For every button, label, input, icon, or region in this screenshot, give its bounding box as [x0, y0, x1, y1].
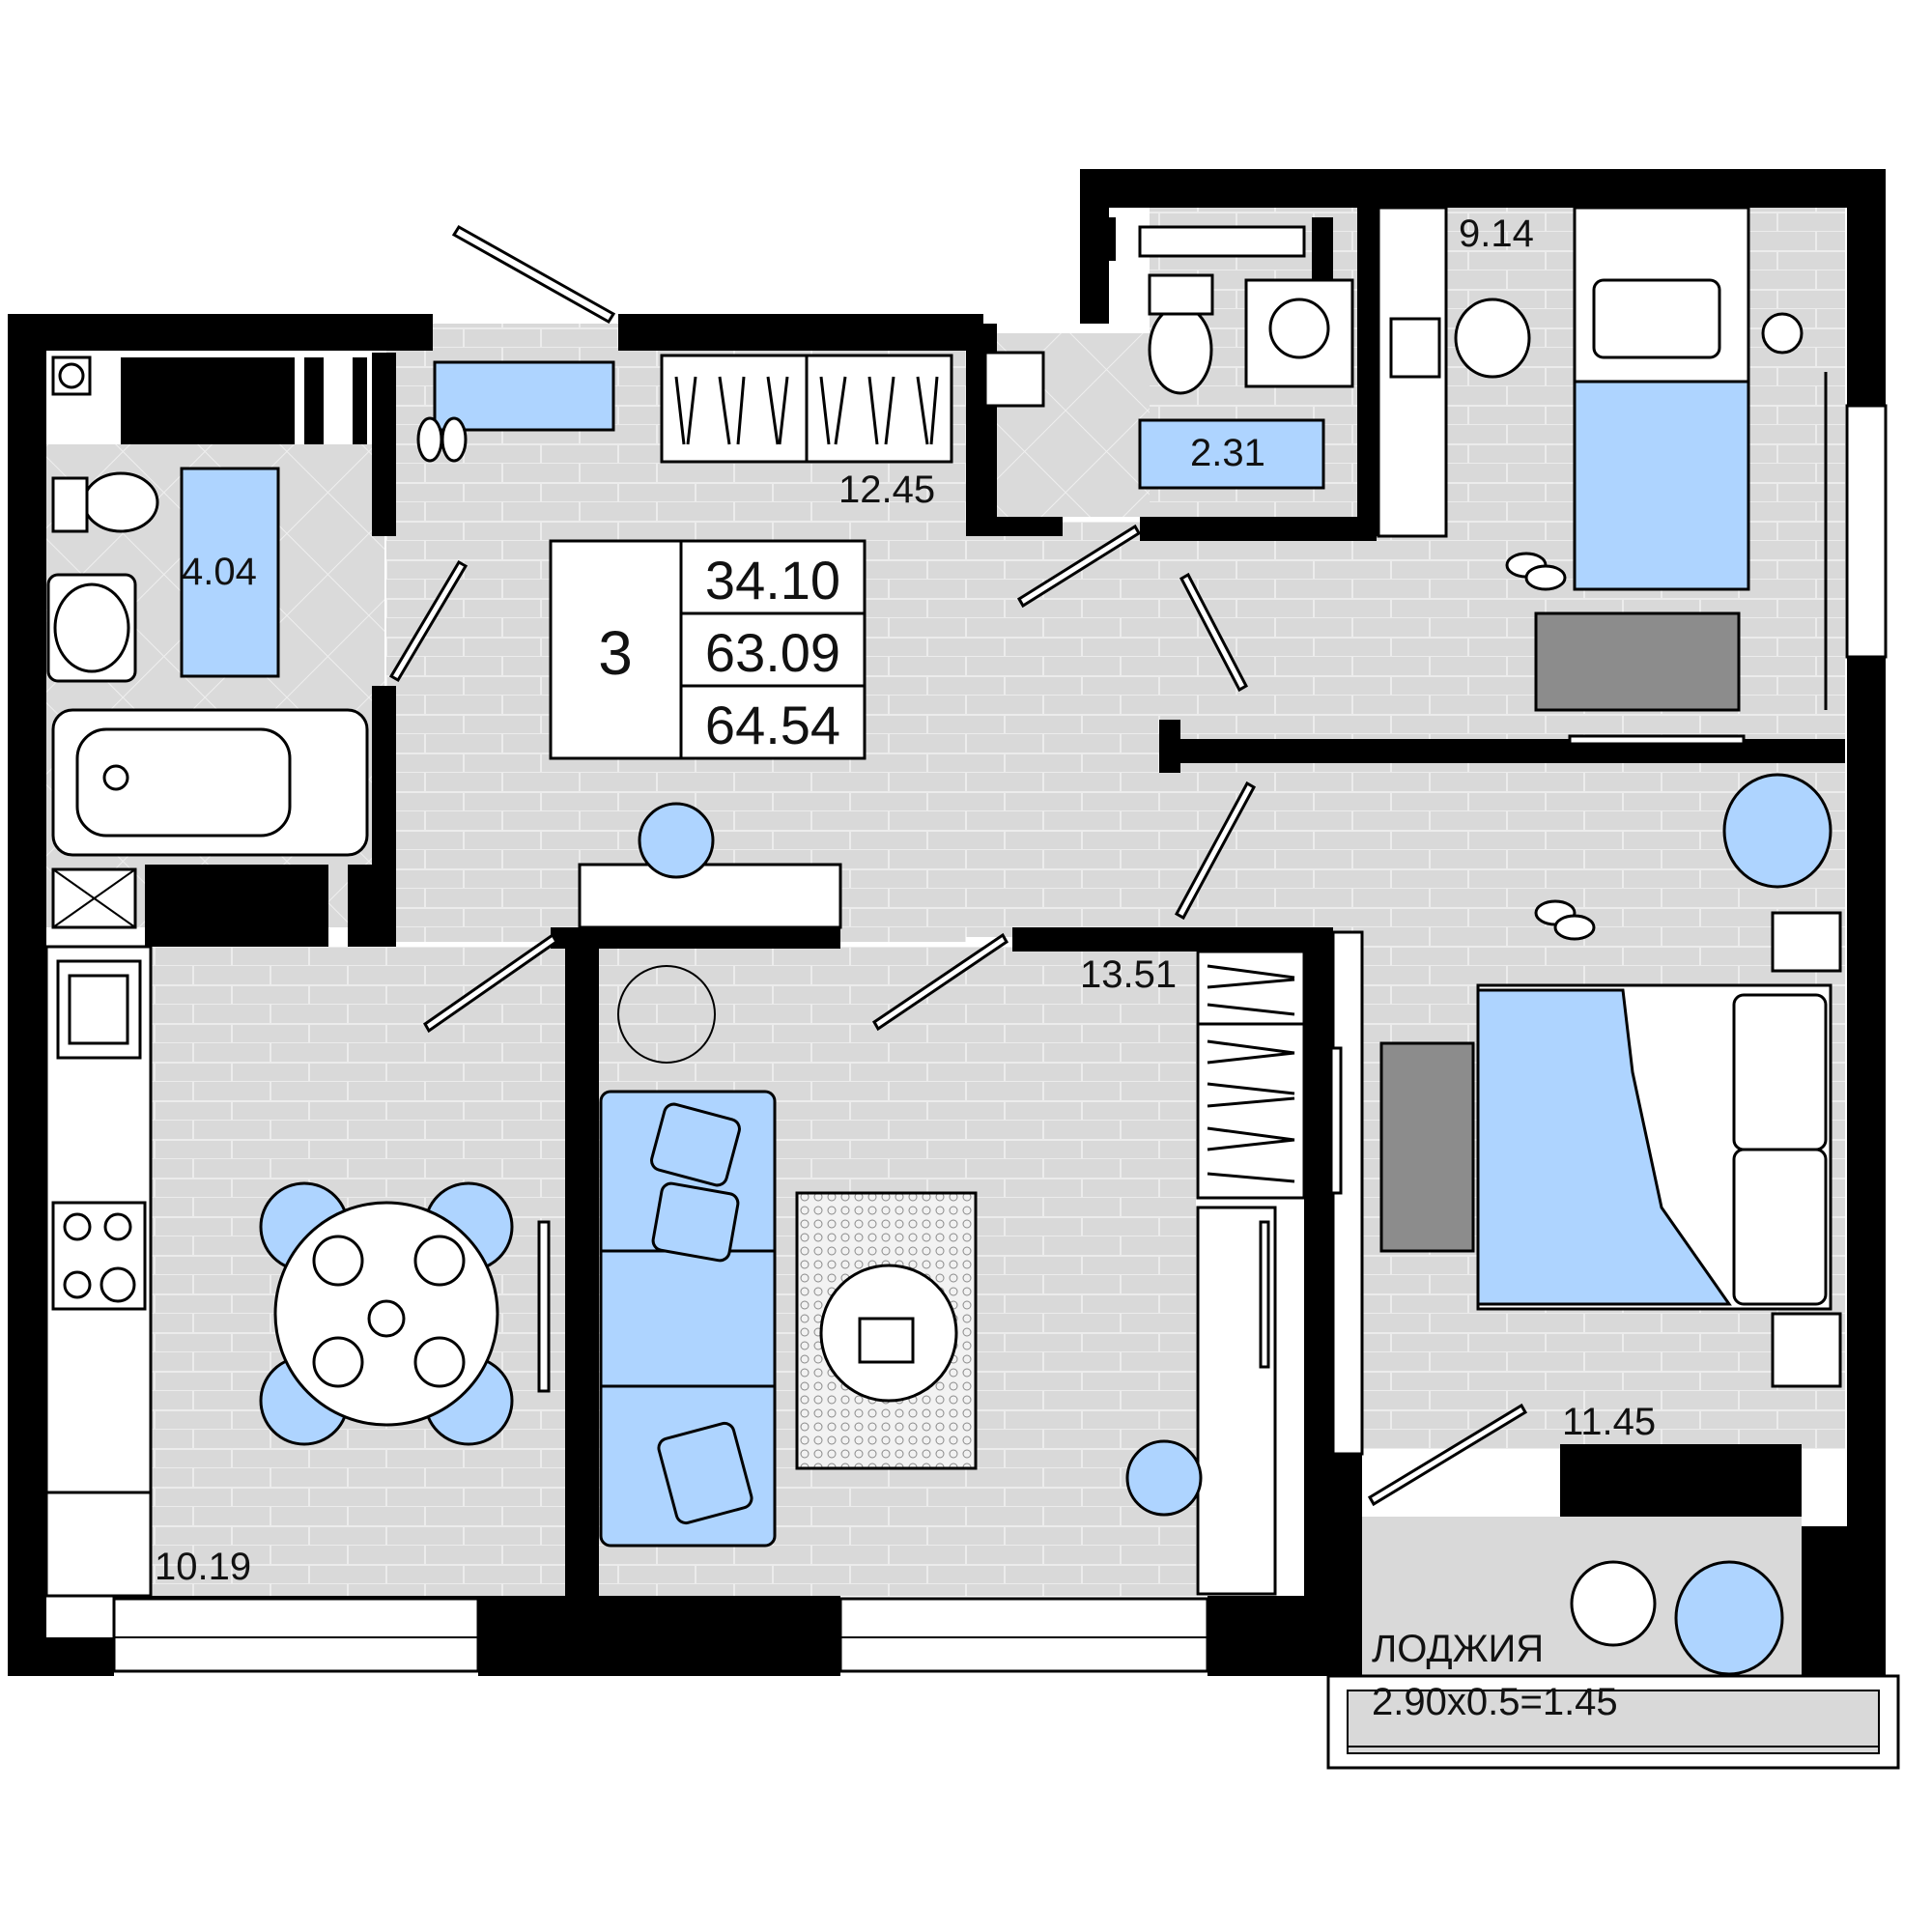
- hallway-area-label: 12.45: [838, 469, 935, 511]
- bedroom-window: [1845, 404, 1888, 659]
- toilet-door-leaf[interactable]: [1016, 524, 1142, 609]
- living-room-area-label: 13.51: [1080, 953, 1177, 996]
- loggia-armchair: [1674, 1560, 1784, 1676]
- area-summary-table: 3 34.10 63.09 64.54: [549, 539, 867, 760]
- total-area-value: 63.09: [705, 622, 840, 683]
- wardrobe-hangers: [674, 376, 939, 445]
- kitchen-area-label: 10.19: [155, 1546, 251, 1588]
- hallway-bench: [433, 360, 615, 432]
- armchair: [1722, 773, 1833, 889]
- living-area-value: 34.10: [705, 550, 840, 611]
- hallway-console: [578, 863, 842, 929]
- room-labels: 4.04 12.45 2.31 9.14 10.19 13.51 11.45 Л…: [155, 213, 1656, 1723]
- small-bedroom-rug: [1534, 611, 1741, 712]
- windows: [112, 404, 1900, 1770]
- room-count: 3: [598, 618, 633, 688]
- loggia-door-leaf[interactable]: [1367, 1403, 1528, 1507]
- furniture: [44, 206, 1842, 1676]
- toilet-sink: [983, 351, 1045, 408]
- toilet-mat: [1138, 418, 1325, 490]
- toilet-bowl: [1148, 304, 1213, 395]
- kitchen-door-leaf[interactable]: [423, 932, 558, 1034]
- loggia-table: [1570, 1560, 1657, 1647]
- living-room-wardrobe: [1196, 950, 1306, 1200]
- doors: [388, 224, 1528, 1507]
- bathroom-door-leaf[interactable]: [388, 559, 469, 683]
- hallway-pouf: [638, 802, 715, 879]
- total-with-loggia-value: 64.54: [705, 695, 840, 755]
- toilet-area-label: 2.31: [1190, 432, 1265, 474]
- bath-mat: [180, 467, 280, 678]
- bathroom-area-label: 4.04: [182, 551, 257, 593]
- large-bedroom-rug: [1379, 1041, 1475, 1253]
- tv-stand: [1196, 1206, 1277, 1596]
- bedroom-large-area-label: 11.45: [1562, 1401, 1656, 1443]
- loggia-title: ЛОДЖИЯ: [1372, 1628, 1544, 1670]
- living-room-pouf: [1125, 1439, 1203, 1517]
- large-bedroom-door-leaf[interactable]: [1174, 781, 1257, 921]
- living-window: [838, 1597, 1209, 1673]
- desk-chair: [1454, 298, 1531, 379]
- plant: [617, 965, 716, 1064]
- small-bedroom-door-leaf[interactable]: [1179, 572, 1248, 693]
- loggia-formula: 2.90x0.5=1.45: [1372, 1681, 1618, 1723]
- bedroom-small-area-label: 9.14: [1459, 213, 1534, 255]
- living-door-leaf[interactable]: [872, 932, 1009, 1032]
- walls: [8, 169, 1886, 1748]
- entry-door-leaf[interactable]: [451, 224, 616, 325]
- kitchen-window: [112, 1597, 480, 1673]
- bathroom-toilet: [82, 471, 159, 533]
